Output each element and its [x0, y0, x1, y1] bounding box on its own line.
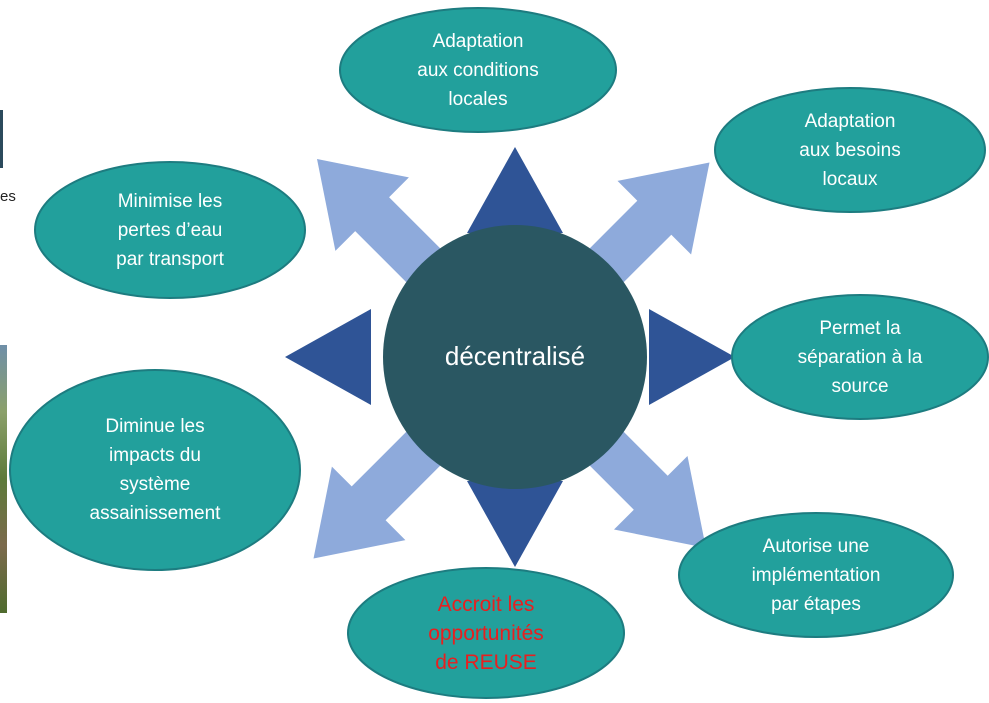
- node-right: [731, 294, 989, 420]
- arrows-layer: [285, 147, 735, 567]
- dark-arrow-6: [467, 481, 563, 567]
- cropped-image-edge: [0, 110, 3, 168]
- nodes-layer: [9, 7, 989, 699]
- light-arrow-3: [582, 424, 706, 548]
- node-left: [9, 369, 301, 571]
- node-bottom-right: [678, 512, 954, 638]
- node-label-bottom: Accroit les opportunités de REUSE: [428, 592, 544, 674]
- cropped-photo: [0, 345, 7, 613]
- node-top-left: [34, 161, 306, 299]
- node-bottom: [347, 567, 625, 699]
- node-label-top-right: Adaptation aux besoins locaux: [799, 110, 901, 190]
- dark-arrow-4: [467, 147, 563, 233]
- node-label-bottom-right: Autorise une implémentation par étapes: [751, 535, 881, 615]
- cropped-text-fragment: es: [0, 188, 16, 205]
- dark-arrow-5: [649, 309, 735, 405]
- node-top-right: [714, 87, 986, 213]
- center-circle: [383, 225, 647, 489]
- node-label-top-left: Minimise les pertes d’eau par transport: [116, 190, 224, 270]
- node-label-right: Permet la séparation à la source: [797, 317, 923, 397]
- node-top: [339, 7, 617, 133]
- light-arrow-2: [313, 424, 448, 559]
- center-label: décentralisé: [444, 340, 586, 371]
- node-label-top: Adaptation aux conditions locales: [417, 30, 539, 110]
- light-arrow-1: [317, 159, 448, 290]
- light-arrow-0: [582, 162, 710, 290]
- dark-arrow-7: [285, 309, 371, 405]
- node-label-left: Diminue les impacts du système assainiss…: [89, 416, 221, 524]
